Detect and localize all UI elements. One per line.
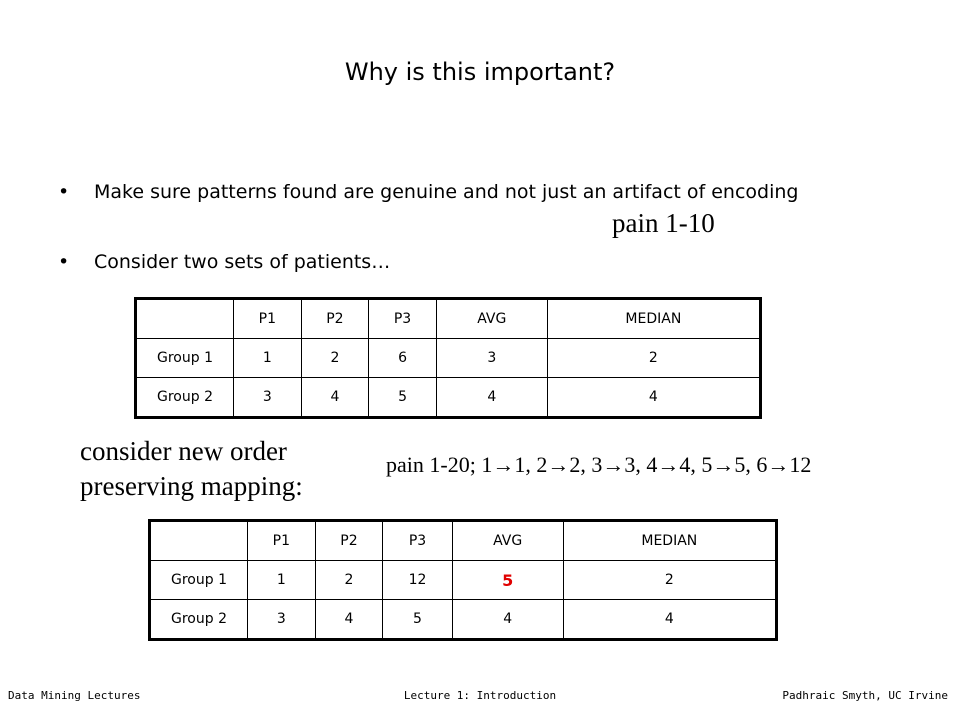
table-header-cell: P3: [368, 298, 437, 339]
table-header-cell: P1: [247, 520, 316, 561]
table-cell: 4: [546, 377, 762, 418]
row-label: Group 2: [149, 599, 248, 640]
bullet-text: Consider two sets of patients…: [94, 251, 391, 273]
bullet-marker: •: [58, 181, 70, 203]
footer-course: Data Mining Lectures: [8, 689, 141, 702]
table-cell: 1: [247, 560, 316, 600]
table-header-cell: P3: [382, 520, 453, 561]
table-cell: 2: [314, 560, 384, 600]
table-cell: 4: [300, 377, 370, 418]
table-cell: 4: [314, 599, 384, 640]
mapping-text: pain 1-20; 1→1, 2→2, 3→3, 4→4, 5→5, 6→12: [386, 452, 812, 477]
table-cell: 3: [233, 377, 302, 418]
table-header-row: P1 P2 P3 AVG MEDIAN: [135, 298, 762, 339]
table-row: Group 1 1 2 6 3 2: [135, 338, 762, 378]
table-header-cell: MEDIAN: [546, 298, 762, 339]
table-cell: 4: [435, 377, 548, 418]
row-label: Group 1: [149, 560, 248, 600]
row-label: Group 1: [135, 338, 234, 378]
table-row: Group 1 1 2 12 5 2: [149, 560, 778, 600]
table-row: Group 2 3 4 5 4 4: [149, 599, 778, 640]
table-cell: 12: [382, 560, 453, 600]
table-header-cell: [149, 520, 248, 561]
consider-line: consider new order: [80, 436, 287, 466]
table-header-cell: MEDIAN: [562, 520, 778, 561]
row-label: Group 2: [135, 377, 234, 418]
footer-lecture: Lecture 1: Introduction: [403, 689, 557, 702]
pain-scale-note: pain 1-10: [612, 208, 715, 238]
footer-author: Padhraic Smyth, UC Irvine: [782, 689, 948, 702]
table-header-cell: AVG: [451, 520, 564, 561]
bullet-text: Make sure patterns found are genuine and…: [94, 181, 799, 203]
original-encoding-table: P1 P2 P3 AVG MEDIAN Group 1 1 2 6 3 2 Gr…: [134, 297, 762, 419]
table-cell: 2: [546, 338, 762, 378]
table-cell: 4: [562, 599, 778, 640]
table-header-cell: P2: [300, 298, 370, 339]
table-cell: 4: [451, 599, 564, 640]
table-row: Group 2 3 4 5 4 4: [135, 377, 762, 418]
table-cell: 3: [435, 338, 548, 378]
consider-new-order-text: consider new order preserving mapping:: [80, 434, 303, 504]
table-cell: 3: [247, 599, 316, 640]
table-cell: 6: [368, 338, 437, 378]
table-cell: 5: [368, 377, 437, 418]
table-header-cell: [135, 298, 234, 339]
highlighted-avg-cell: 5: [451, 560, 564, 600]
table-header-row: P1 P2 P3 AVG MEDIAN: [149, 520, 778, 561]
slide-title: Why is this important?: [344, 58, 616, 86]
table-cell: 5: [382, 599, 453, 640]
consider-line: preserving mapping:: [80, 471, 303, 501]
bullet-marker: •: [58, 251, 70, 273]
table-header-cell: P1: [233, 298, 302, 339]
new-encoding-table: P1 P2 P3 AVG MEDIAN Group 1 1 2 12 5 2 G…: [148, 519, 778, 641]
table-header-cell: P2: [314, 520, 384, 561]
table-cell: 2: [562, 560, 778, 600]
table-header-cell: AVG: [435, 298, 548, 339]
table-cell: 2: [300, 338, 370, 378]
table-cell: 1: [233, 338, 302, 378]
